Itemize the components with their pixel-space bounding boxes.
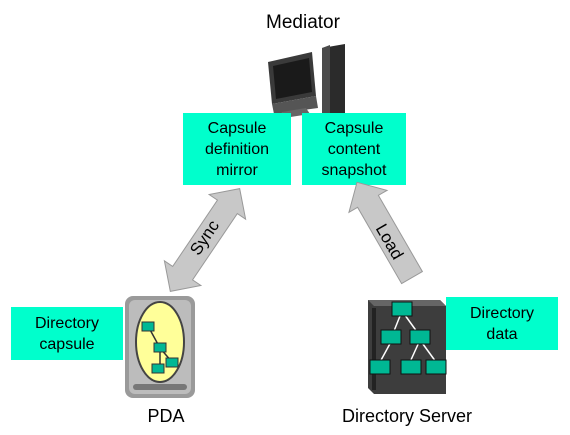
directory-data-box: Directory data (446, 297, 558, 350)
pda-label: PDA (147, 406, 185, 426)
sync-arrow (163, 188, 247, 292)
mediator-label: Mediator (266, 12, 340, 33)
capsule-content-snapshot-box: Capsule content snapshot (302, 113, 406, 185)
directory-server-label: Directory Server (341, 406, 473, 426)
load-arrow (348, 181, 424, 285)
capsule-definition-mirror-box: Capsule definition mirror (183, 113, 291, 185)
directory-capsule-box: Directory capsule (11, 307, 123, 360)
